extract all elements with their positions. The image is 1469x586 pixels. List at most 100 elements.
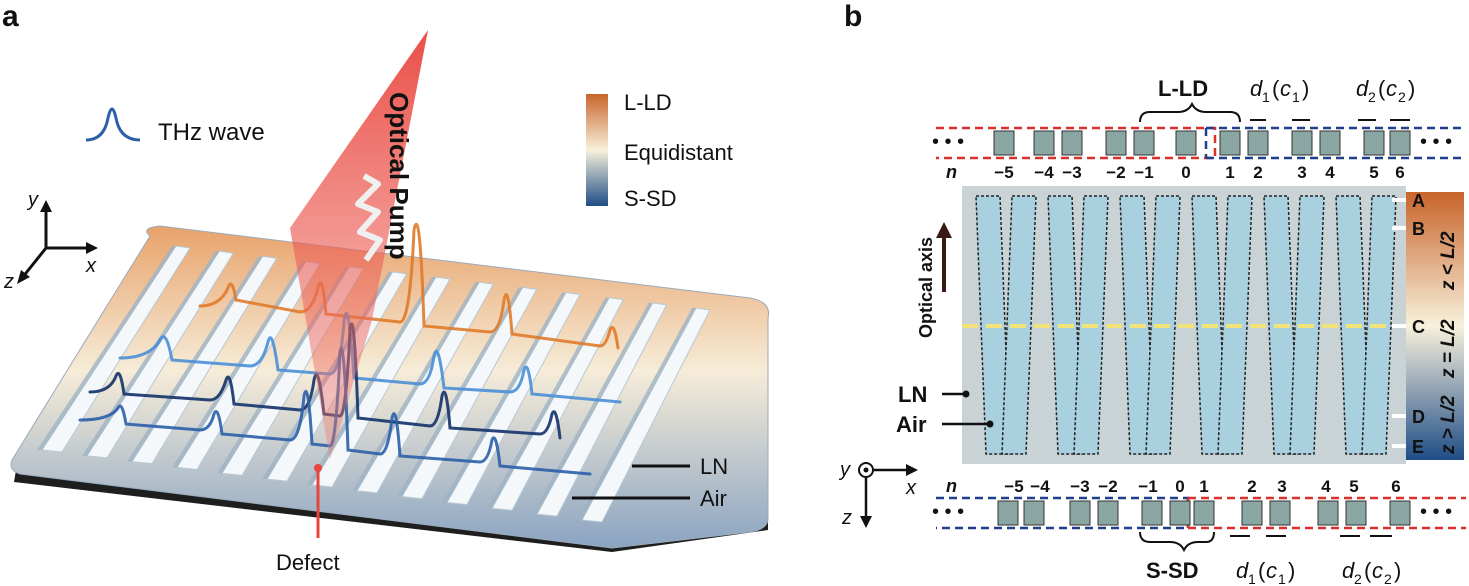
b-ln-dot — [962, 390, 970, 398]
marker-label: E — [1412, 437, 1424, 457]
index-label: 1 — [1199, 477, 1208, 496]
region-bottom-label: z > L/2 — [1438, 395, 1459, 455]
svg-text:(: ( — [1364, 558, 1372, 583]
top-d1c1: d 1 ( c 1 ) — [1250, 76, 1310, 121]
svg-text:2: 2 — [1384, 571, 1392, 586]
svg-text:d: d — [1250, 76, 1263, 101]
crystal-block — [1033, 130, 1055, 156]
crystal-block — [1069, 500, 1091, 526]
air-slot — [536, 302, 668, 517]
crystal-block — [1105, 130, 1127, 156]
axes-icon — [17, 200, 98, 284]
colorbar-bottom-label: S-SD — [624, 186, 677, 211]
index-label: 5 — [1369, 163, 1378, 182]
optical-axis-label: Optical axis — [916, 237, 936, 338]
index-label: 2 — [1247, 477, 1256, 496]
air-slot-wall — [352, 282, 480, 491]
crystal-block — [993, 130, 1015, 156]
b-axis-y-label: y — [838, 459, 851, 481]
index-label: −5 — [994, 163, 1013, 182]
index-label: −1 — [1138, 477, 1157, 496]
crystal-block — [1291, 130, 1313, 156]
air-slot-wall — [577, 308, 696, 520]
bottom-strip: • • • • • • — [932, 496, 1466, 530]
crystal-block — [1319, 130, 1341, 156]
crystal-block — [1169, 500, 1191, 526]
marker-label: B — [1412, 219, 1425, 239]
thz-wave-icon — [85, 107, 141, 142]
index-label: 0 — [1175, 477, 1184, 496]
top-ellipsis-left: • • • — [932, 131, 964, 153]
b-air-dot — [986, 420, 994, 428]
colorbar-top-label: L-LD — [624, 90, 672, 115]
crystal-block — [1141, 500, 1163, 526]
index-label: −3 — [1070, 477, 1089, 496]
svg-text:1: 1 — [1262, 89, 1270, 105]
b-axis-z-label: z — [841, 507, 852, 529]
region-bar — [1406, 192, 1464, 460]
region-top-label: z < L/2 — [1438, 231, 1459, 291]
top-strip: • • • • • • — [932, 126, 1466, 160]
marker-label: A — [1412, 191, 1425, 211]
crystal-block — [1269, 500, 1291, 526]
bottom-d1c1: d 1 ( c 1 ) — [1230, 535, 1295, 586]
air-slot-wall — [487, 297, 610, 509]
crystal-block — [1023, 500, 1045, 526]
air-slot — [131, 255, 278, 465]
b-ln-label: LN — [898, 382, 927, 407]
top-d2c2: d 2 ( c 2 ) — [1356, 76, 1415, 121]
index-label: 5 — [1349, 477, 1358, 496]
crystal-block — [1175, 130, 1197, 156]
index-label: 1 — [1225, 163, 1234, 182]
bottom-bracket-label: S-SD — [1146, 558, 1199, 583]
crystal-block — [1317, 500, 1339, 526]
crystal-block — [1061, 130, 1083, 156]
svg-text:c: c — [1266, 558, 1277, 583]
svg-text:c: c — [1372, 558, 1383, 583]
pump-label: Optical Pump — [384, 92, 414, 260]
svg-text:2: 2 — [1354, 571, 1362, 586]
panel-b-label: b — [844, 0, 862, 33]
index-label: −2 — [1098, 477, 1117, 496]
b-axes-icon — [858, 462, 918, 528]
top-ellipsis-right: • • • — [1420, 131, 1452, 153]
pump-wiggle-icon — [355, 173, 383, 262]
panel-a-label: a — [2, 0, 19, 33]
crystal-block — [1389, 500, 1411, 526]
air-slot-wall — [532, 302, 653, 515]
marker-label: D — [1412, 407, 1425, 427]
optical-pump-beam — [290, 30, 428, 460]
svg-text:1: 1 — [1248, 571, 1256, 586]
svg-text:): ) — [1394, 558, 1401, 583]
svg-text:): ) — [1302, 76, 1309, 101]
bottom-ellipsis-right: • • • — [1420, 501, 1452, 523]
air-slot — [581, 307, 711, 523]
bottom-ellipsis-left: • • • — [932, 501, 964, 523]
svg-text:): ) — [1408, 76, 1415, 101]
svg-text:1: 1 — [1292, 89, 1300, 105]
crystal-block — [1241, 500, 1263, 526]
defect-marker — [314, 464, 322, 472]
air-slot — [401, 286, 538, 500]
index-label: 6 — [1391, 477, 1400, 496]
svg-text:1: 1 — [1278, 571, 1286, 586]
index-label: −4 — [1034, 163, 1054, 182]
crystal-block — [1133, 130, 1155, 156]
axis-x-label: x — [85, 255, 97, 277]
region-mid-label: z = L/2 — [1438, 319, 1459, 379]
crystal-block — [1097, 500, 1119, 526]
air-slot-wall — [127, 256, 263, 462]
air-slot-wall — [397, 287, 523, 497]
bottom-bracket — [1139, 531, 1215, 553]
index-label: −2 — [1106, 163, 1125, 182]
crystal-block — [1345, 500, 1367, 526]
index-label: 4 — [1325, 163, 1335, 182]
svg-text:(: ( — [1272, 76, 1280, 101]
svg-text:(: ( — [1258, 558, 1266, 583]
panel-a: a THz wave y x z Op — [2, 0, 770, 575]
svg-text:c: c — [1280, 76, 1291, 101]
air-slot-wall — [37, 246, 176, 450]
